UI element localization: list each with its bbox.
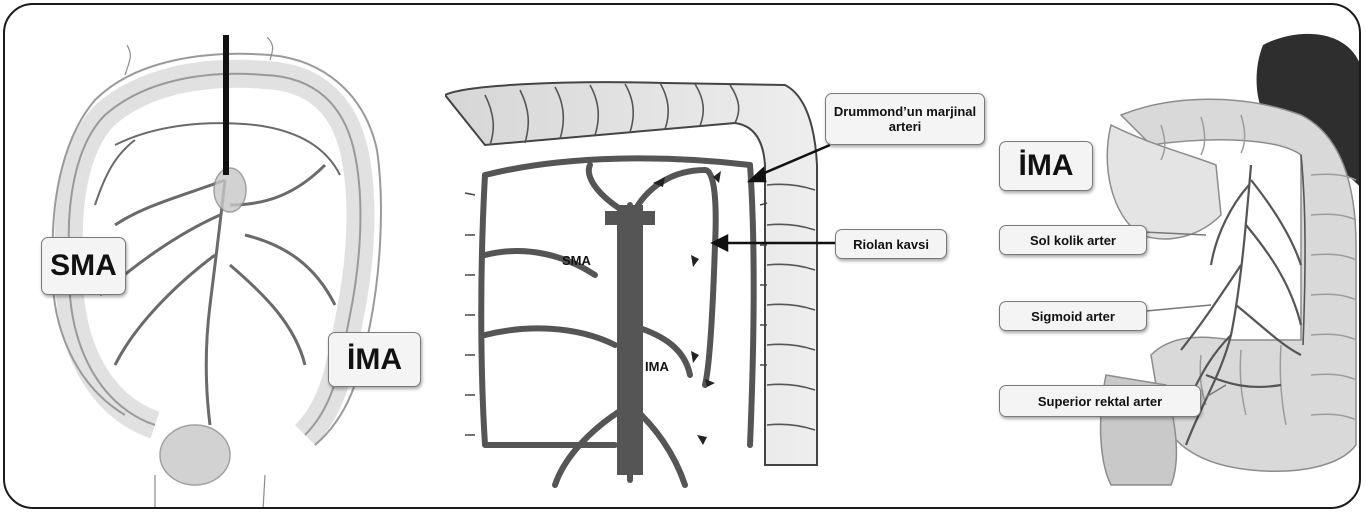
superior-rektal-arter-label: Superior rektal arter — [999, 385, 1201, 417]
left-sma-label: SMA — [41, 237, 126, 295]
middle-sma-label: SMA — [562, 253, 591, 268]
riolan-arc-label: Riolan kavsi — [835, 229, 947, 259]
middle-schematic-diagram — [445, 5, 845, 509]
middle-ima-label: IMA — [645, 359, 669, 374]
drummond-marginal-artery-label: Drummond’un marjinal arteri — [825, 93, 985, 145]
sigmoid-arter-label: Sigmoid arter — [999, 301, 1147, 331]
sol-kolik-arter-label: Sol kolik arter — [999, 225, 1147, 255]
left-ima-label: İMA — [328, 332, 421, 387]
right-ima-label: İMA — [999, 141, 1093, 191]
right-colon-illustration — [1001, 5, 1361, 509]
figure-frame: SMA İMA — [3, 3, 1361, 509]
